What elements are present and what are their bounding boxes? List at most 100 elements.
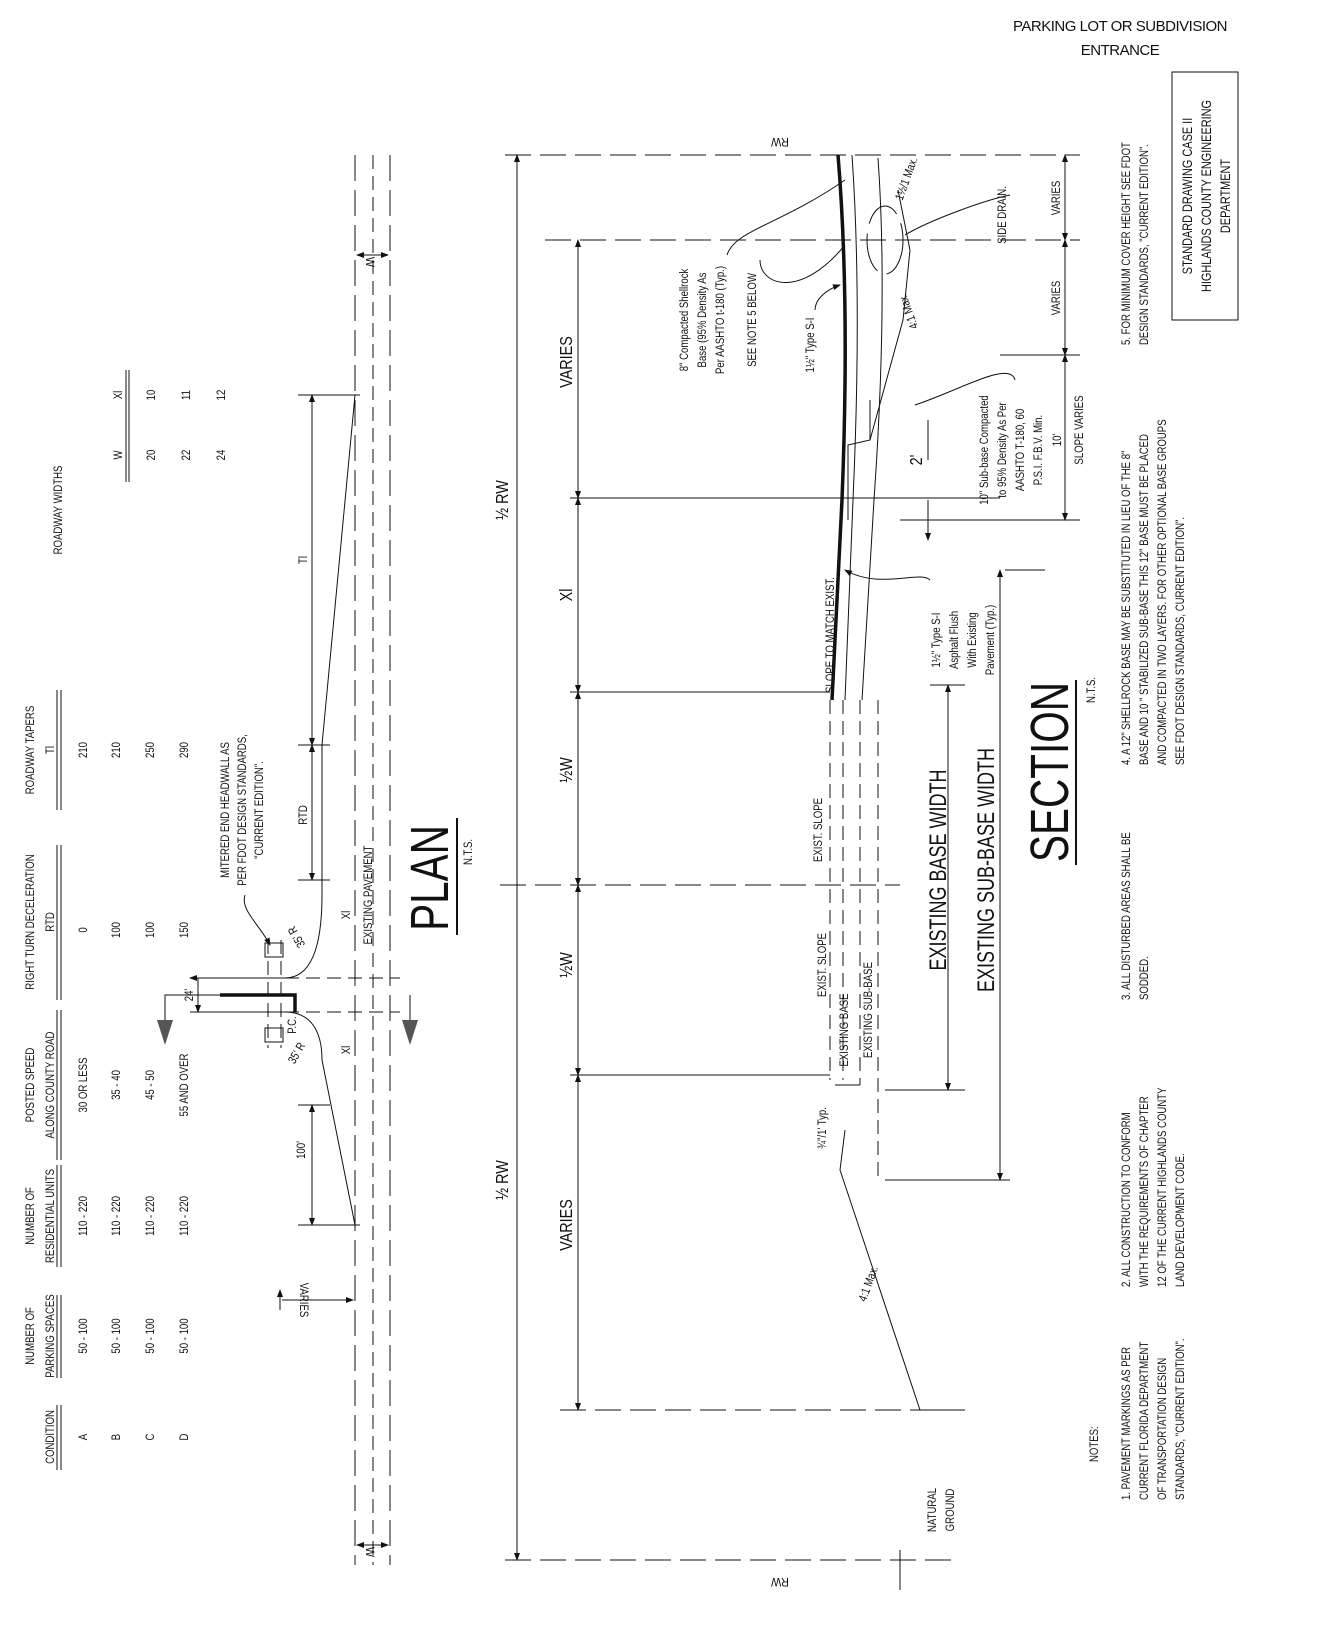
note-line: BASE AND 10 " STABILIZED SUB-BASE THIS 1… xyxy=(1138,434,1151,765)
header-parking-2: PARKING SPACES xyxy=(44,1294,57,1377)
side-drain-label: SIDE DRAIN. xyxy=(996,186,1009,244)
half-w-bottom: ½W xyxy=(557,952,577,978)
cell: 11 xyxy=(180,390,193,400)
shellrock-note-line: Base (95% Density As xyxy=(696,272,709,367)
subbase-step xyxy=(847,400,871,520)
header-speed-2: ALONG COUNTY ROAD xyxy=(44,1031,57,1138)
dim-100-label: 100' xyxy=(295,1141,308,1159)
subbase-note-line: P.S.I. F.B.V. Min. xyxy=(1032,415,1045,485)
cell: 50 - 100 xyxy=(178,1318,191,1353)
leader xyxy=(759,244,846,283)
table-row: B 50 - 100 110 - 220 35 - 40 100 210 xyxy=(110,742,123,1440)
note-1: 1. PAVEMENT MARKINGS AS PER CURRENT FLOR… xyxy=(1120,1338,1187,1500)
headwall-note-line: "CURRENT EDITION". xyxy=(253,761,266,859)
note-4: 4. A 12" SHELLROCK BASE MAY BE SUBSTITUT… xyxy=(1120,419,1187,765)
existing-subbase-width-label: EXISTING SUB-BASE WIDTH xyxy=(974,748,1000,992)
cell: 0 xyxy=(77,927,90,932)
max-top-label: 1½/1 Max. xyxy=(893,156,921,203)
note-line: WITH THE REQUIREMENTS OF CHAPTER xyxy=(1138,1096,1151,1287)
exist-slope-label: EXIST. SLOPE xyxy=(812,798,825,862)
existing-base-width-label: EXISTING BASE WIDTH xyxy=(926,770,952,971)
asphalt-note-line: Pavement (Typ.) xyxy=(984,605,997,675)
cell: 250 xyxy=(144,742,157,758)
plan-view: 24' Tl RTD 100' VARIES W W Xl Xl EXISTIN… xyxy=(157,155,475,1565)
note-line: 5. FOR MINIMUM COVER HEIGHT SEE FDOT xyxy=(1120,142,1133,345)
header-rtd-2: RTD xyxy=(44,912,57,932)
side-drain xyxy=(866,205,904,275)
pc-label: P.C. xyxy=(286,1016,299,1033)
tl-label: Tl xyxy=(297,556,310,564)
note-line: OF TRANSPORTATION DESIGN xyxy=(1156,1358,1169,1500)
cell: 210 xyxy=(110,742,123,758)
note-line: STANDARDS, "CURRENT EDITION". xyxy=(1174,1338,1187,1500)
base-layers xyxy=(844,154,911,701)
leader xyxy=(814,284,841,311)
stop-bar xyxy=(220,993,297,1012)
table-row: C 50 - 100 110 - 220 45 - 50 100 250 xyxy=(144,742,157,1440)
asphalt-note-line: Asphalt Flush xyxy=(948,611,961,669)
cell: 150 xyxy=(178,922,191,938)
cell: 50 - 100 xyxy=(77,1318,90,1353)
note-line: AND COMPACTED IN TWO LAYERS. FOR OTHER O… xyxy=(1156,419,1169,765)
w-top-label: W xyxy=(363,257,376,267)
title-block-line: DEPARTMENT xyxy=(1218,159,1234,233)
shellrock-note-line: Per AASHTO t-180 (Typ.) xyxy=(714,266,727,374)
type-si-label: 1½" Type S-I xyxy=(804,318,817,373)
leader xyxy=(914,372,1016,406)
note-2: 2. ALL CONSTRUCTION TO CONFORM WITH THE … xyxy=(1120,1087,1187,1287)
title-block-line: HIGHLANDS COUNTY ENGINEERING xyxy=(1199,100,1215,292)
xl-top-label: Xl xyxy=(340,911,353,920)
ten-ft-label: 10' xyxy=(1051,434,1064,447)
note-5: 5. FOR MINIMUM COVER HEIGHT SEE FDOT DES… xyxy=(1120,142,1151,345)
existing-slope xyxy=(835,1084,960,1590)
subbase-note-line: 10" Sub-base Compacted xyxy=(978,395,991,505)
header-units-1: NUMBER OF xyxy=(24,1187,37,1245)
note-line: 1. PAVEMENT MARKINGS AS PER xyxy=(1120,1347,1133,1500)
slope-match-label: SLOPE TO MATCH EXIST. xyxy=(824,577,837,693)
varies-bottom: VARIES xyxy=(557,1199,577,1251)
asphalt-note-line: 1½" Type S-I xyxy=(930,613,943,668)
cell: 10 xyxy=(145,390,158,401)
section-view: ½ RW ½ RW VARIES Xl ½W ½W VARIES RW RW 8… xyxy=(493,135,1098,1590)
note-line: CURRENT FLORIDA DEPARTMENT xyxy=(1138,1341,1151,1500)
cell: 110 - 220 xyxy=(178,1196,191,1236)
half-w-top: ½W xyxy=(557,757,577,783)
leader xyxy=(904,194,1011,236)
dim-24-label: 24' xyxy=(183,989,196,1002)
note-line: 12 OF THE CURRENT HIGHLANDS COUNTY xyxy=(1156,1087,1169,1287)
dim-24 xyxy=(190,978,210,1012)
rw-lines xyxy=(500,154,1080,1561)
xl-bottom-label: Xl xyxy=(340,1046,353,1055)
cell: A xyxy=(77,1433,90,1440)
existing-pavement-label: EXISTING PAVEMENT xyxy=(362,845,375,944)
title-block: STANDARD DRAWING CASE II HIGHLANDS COUNT… xyxy=(1171,71,1239,321)
headwall xyxy=(264,942,284,958)
rw-top-label: RW xyxy=(771,135,789,148)
varies-label: VARIES xyxy=(297,1283,310,1317)
w-bottom-label: W xyxy=(363,1547,376,1557)
cell: 22 xyxy=(180,450,193,461)
note-line: 3. ALL DISTURBED AREAS SHALL BE xyxy=(1120,832,1133,1000)
header-xl: Xl xyxy=(112,391,125,400)
header-units-2: RESIDENTIAL UNITS xyxy=(44,1169,57,1263)
leader xyxy=(844,569,931,581)
cell: 24 xyxy=(215,450,228,461)
driveway-projection xyxy=(285,977,400,1013)
culvert-pipe xyxy=(267,940,282,1048)
headwall-note-line: MITERED END HEADWALL AS xyxy=(219,742,232,878)
header-tapers-1: ROADWAY TAPERS xyxy=(24,706,37,794)
drawing-title: PARKING LOT OR SUBDIVISION xyxy=(1013,18,1228,35)
plan-scale: N.T.S. xyxy=(462,839,475,865)
existing-base-label: EXISTING BASE xyxy=(838,993,851,1066)
cell: 100 xyxy=(144,922,157,938)
notes: NOTES: 1. PAVEMENT MARKINGS AS PER CURRE… xyxy=(1088,142,1187,1500)
headwall xyxy=(264,1027,284,1043)
see-note-label: SEE NOTE 5 BELOW xyxy=(746,272,759,366)
natural-ground-label: NATURAL xyxy=(926,1488,939,1532)
typ-slope-label: ¾"/1' Typ. xyxy=(816,1107,829,1149)
note-line: SEE FDOT DESIGN STANDARDS, CURRENT EDITI… xyxy=(1174,517,1187,765)
taper-curb-bottom xyxy=(195,1011,356,1226)
cell: B xyxy=(110,1434,123,1440)
notes-heading: NOTES: xyxy=(1088,1426,1101,1462)
cell: 100 xyxy=(110,922,123,938)
